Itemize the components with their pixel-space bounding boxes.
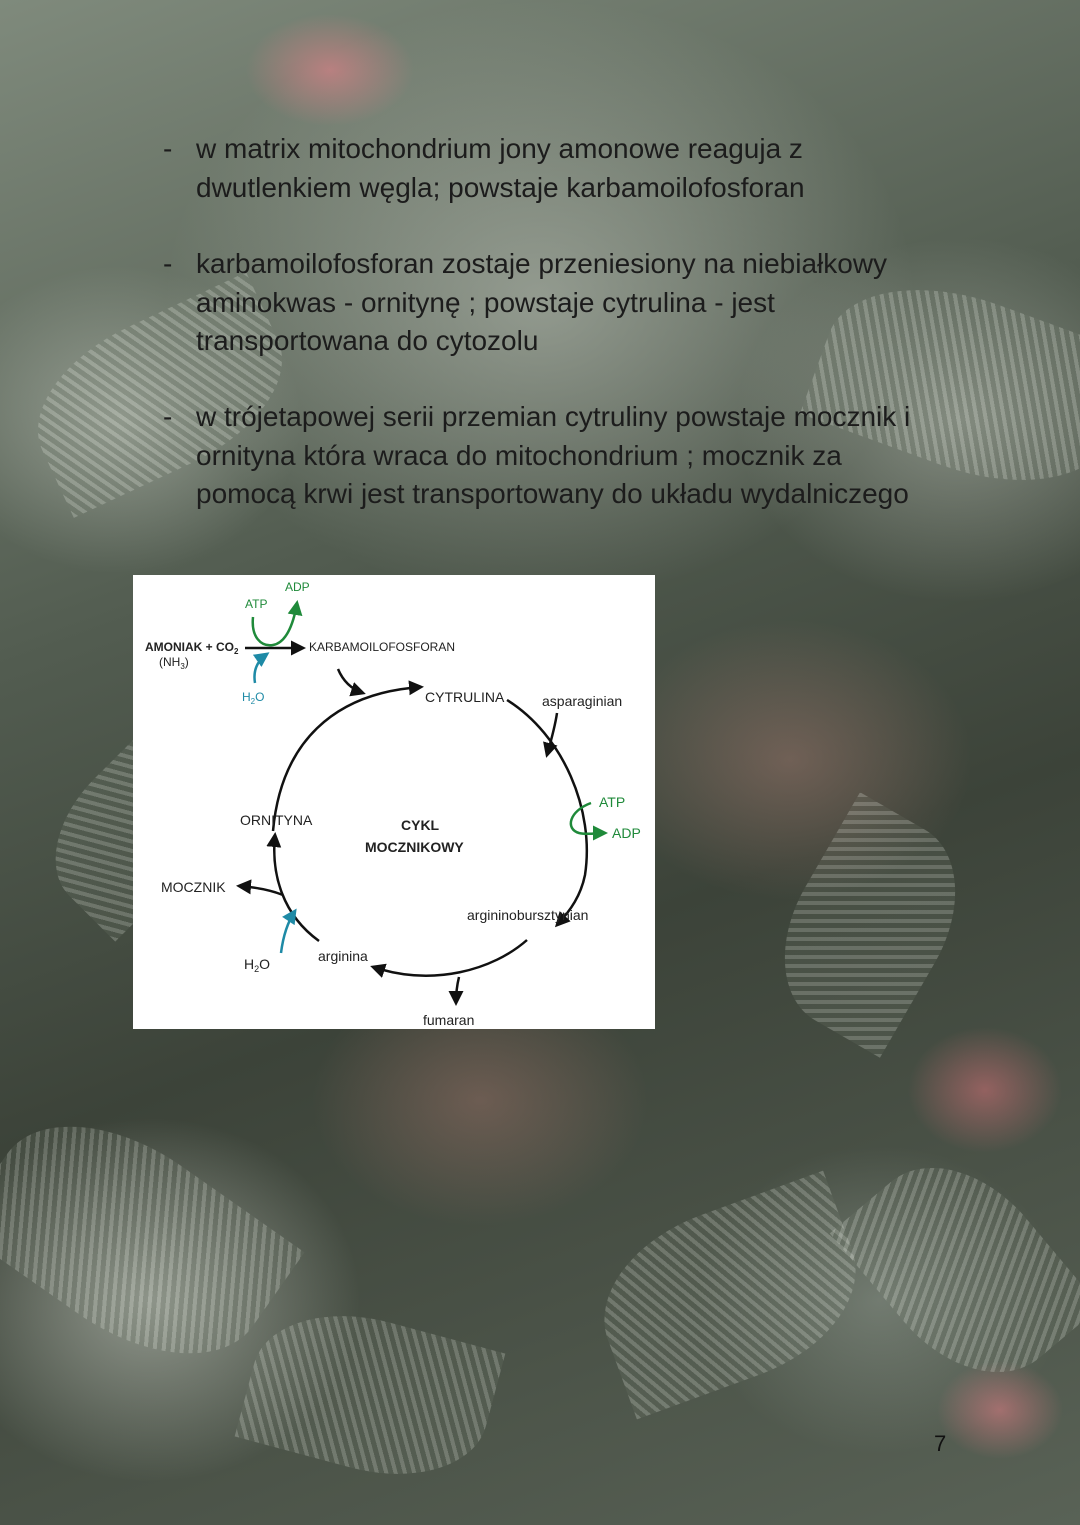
atp-adp-arrow xyxy=(251,600,303,647)
karbamoilofosforan-label: KARBAMOILOFOSFORAN xyxy=(309,640,455,654)
amoniak-label: AMONIAK + CO2 xyxy=(145,640,239,656)
asparaginian-label: asparaginian xyxy=(542,693,622,709)
fumaran-arrow xyxy=(448,976,464,1006)
bullet-line: dwutlenkiem węgla; powstaje karbamoilofo… xyxy=(196,171,805,203)
cycle-arc-arginina-ornityna xyxy=(266,832,320,943)
cycle-title-line1: CYKL xyxy=(401,817,440,833)
h2o-top-label: H2O xyxy=(242,690,264,706)
water-arrow xyxy=(252,652,270,684)
bullet-line: ornityna która wraca do mitochondrium ; … xyxy=(196,439,842,471)
arginina-label: arginina xyxy=(318,948,368,964)
cycle-title-line2: MOCZNIKOWY xyxy=(365,839,464,855)
bullet-line: aminokwas - ornitynę ; powstaje cytrulin… xyxy=(196,286,775,318)
argininobursztynian-label: argininobursztynian xyxy=(467,907,588,923)
nh3-label: (NH3) xyxy=(159,655,189,671)
mocznik-label: MOCZNIK xyxy=(161,879,226,895)
water-bottom-arrow xyxy=(279,908,297,954)
cycle-arc-cytrulina-arginino xyxy=(506,698,589,928)
ornityna-label: ORNITYNA xyxy=(240,812,313,828)
bullet-line: transportowana do cytozolu xyxy=(196,325,539,356)
mocznik-arrow xyxy=(236,879,284,897)
cycle-arc-arginino-arginina xyxy=(370,939,528,978)
bullet-dash: - xyxy=(163,248,173,279)
cycle-arc-ornityna-cytrulina xyxy=(271,680,424,832)
entry-arrow xyxy=(336,668,366,697)
atp-adp-right-arrow xyxy=(569,801,608,841)
bullet-line: karbamoilofosforan zostaje przeniesiony … xyxy=(196,248,888,279)
adp-top-label: ADP xyxy=(285,580,310,594)
atp-top-label: ATP xyxy=(245,597,267,611)
cytrulina-label: CYTRULINA xyxy=(425,689,505,705)
bullet-dash: - xyxy=(163,401,173,432)
fumaran-label: fumaran xyxy=(423,1012,474,1028)
bullet-line: w trójetapowej serii przemian cytruliny … xyxy=(196,401,911,432)
h2o-bottom-label: H2O xyxy=(244,956,270,974)
bullet-line: pomocą krwi jest transportowany do układ… xyxy=(196,478,909,509)
atp-right-label: ATP xyxy=(599,794,625,810)
asparaginian-arrow xyxy=(543,712,559,758)
page-number: 7 xyxy=(934,1431,947,1456)
urea-cycle-diagram: AMONIAK + CO2 (NH3) KARBAMOILOFOSFORAN A… xyxy=(133,575,655,1029)
bullet-dash: - xyxy=(163,133,173,164)
adp-right-label: ADP xyxy=(612,825,641,841)
bullet-line: w matrix mitochondrium jony amonowe reag… xyxy=(196,133,803,164)
